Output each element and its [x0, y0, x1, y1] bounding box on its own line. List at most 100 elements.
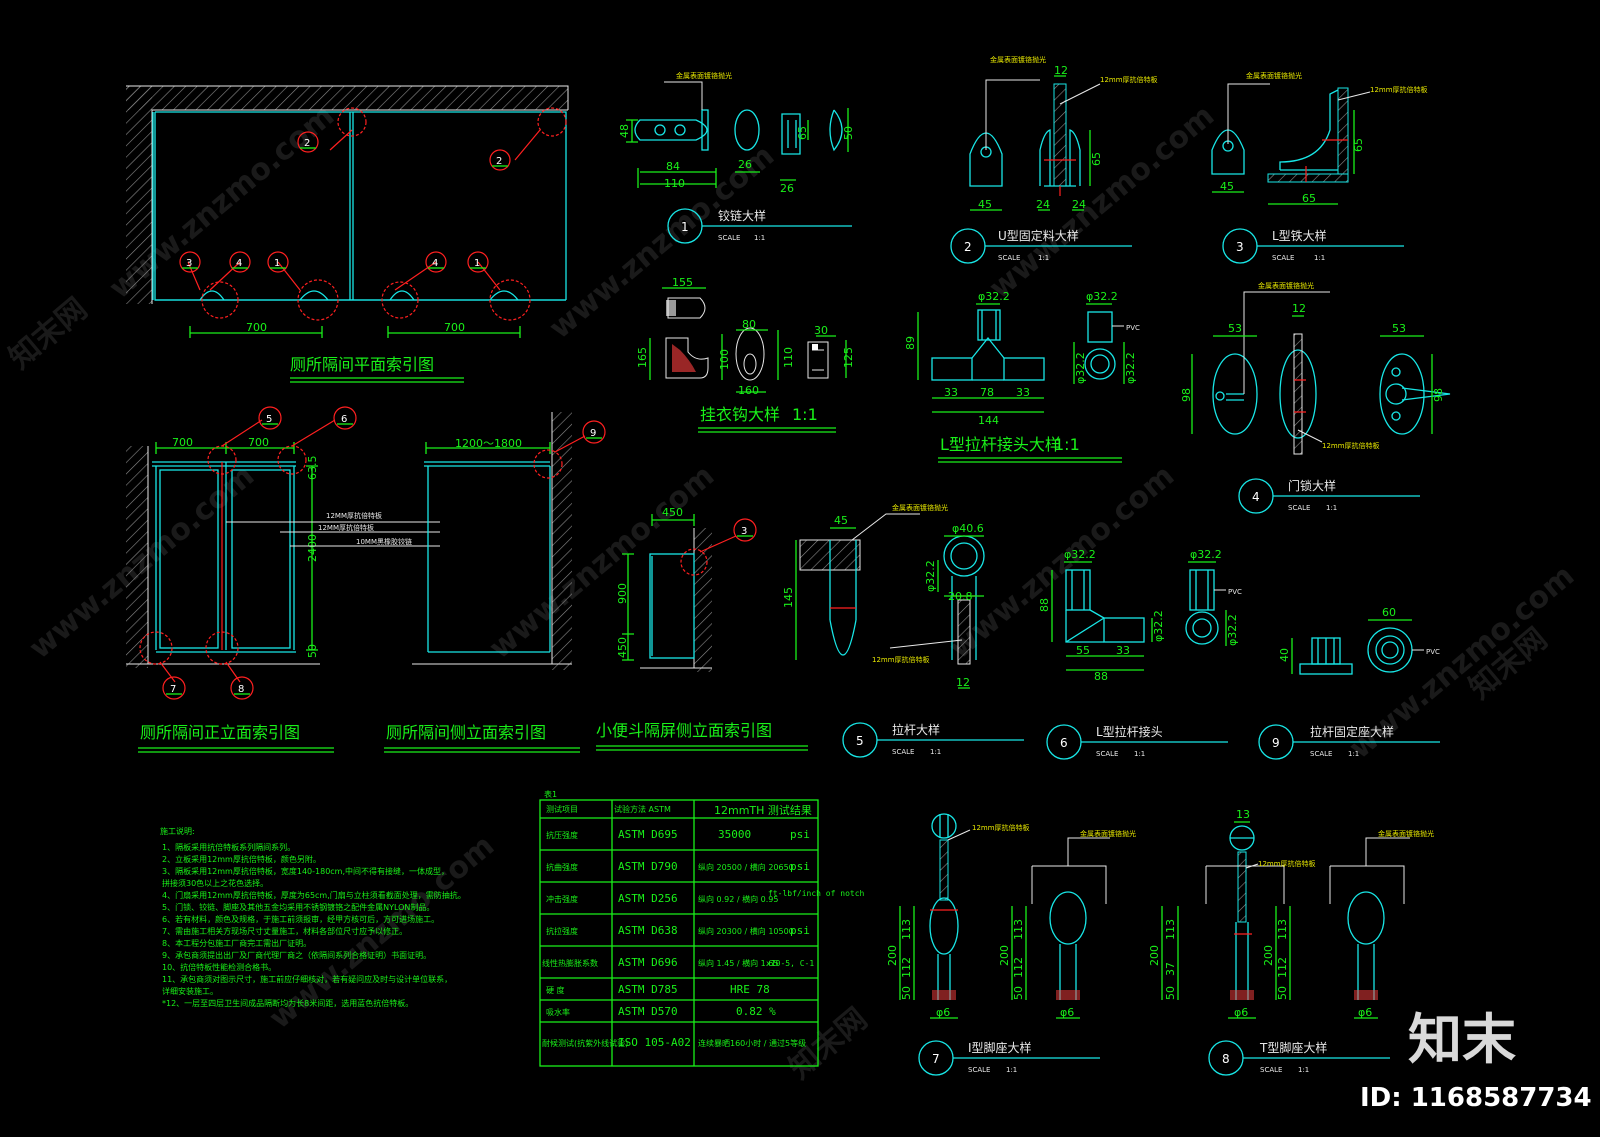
- notes-line-7: 6、若有材料，颜色及规格，于施工前须报审，经甲方核可后，方可进场施工。: [162, 914, 439, 924]
- test-results-table: 表1 测试项目 试验方法 ASTM 12mmTH 测试结果 抗压强度 ASTM …: [539, 789, 865, 1067]
- urinal-dim-h2: 450: [616, 637, 629, 658]
- hinge-num: 1: [681, 220, 689, 234]
- plan-tag-2b: 2: [496, 156, 502, 167]
- table-row-8-value: 连续暴晒160小时 / 通过5等级: [698, 1038, 806, 1048]
- lconnector-dim-7: 144: [978, 414, 999, 427]
- ubracket-dim-3: 24: [1072, 198, 1086, 211]
- ubracket-dim-5: 65: [1090, 152, 1103, 166]
- ljoint-dim-7: φ32.2: [1152, 610, 1165, 642]
- front-dim-1: 700: [172, 436, 193, 449]
- ljoint-dim-1: φ32.2: [1064, 548, 1096, 561]
- seat-name: 拉杆固定座大样: [1310, 724, 1394, 739]
- lbracket-scale: 1:1: [1314, 254, 1325, 262]
- ubracket-name: U型固定料大样: [998, 228, 1079, 243]
- tfoot-note-1: 12mm厚抗倍特板: [1258, 859, 1316, 868]
- hook-dim-7: 30: [814, 324, 828, 337]
- seat-dim-1: 60: [1382, 606, 1396, 619]
- table-row-3-method: ASTM D256: [618, 892, 678, 905]
- bar-num: 5: [856, 734, 864, 748]
- hinge-dim-7: 50: [842, 126, 855, 140]
- hook-dim-1: 155: [672, 276, 693, 289]
- ljoint-num: 6: [1060, 736, 1068, 750]
- tfoot-dim-5: 50: [1164, 986, 1177, 1000]
- table-row: 吸水率 ASTM D570 0.82 %: [546, 1005, 776, 1018]
- table-row-8-item: 耐候测试(抗紫外线试验): [542, 1038, 628, 1048]
- front-note-3: 10MM黑橡胶铰链: [356, 537, 412, 546]
- ljoint-dim-3: 88: [1038, 598, 1051, 612]
- notes-line-9: 8、本工程分包施工厂商完工需出厂证明。: [162, 938, 311, 948]
- ifoot-dim-1: 200: [886, 945, 899, 966]
- ifoot-num: 7: [932, 1052, 940, 1066]
- table-row: 抗压强度 ASTM D695 35000 psi: [546, 828, 810, 841]
- watermark-site-3: www.znzmo.com: [983, 98, 1221, 306]
- tfoot-dim-10: 50: [1276, 986, 1289, 1000]
- hinge-dim-2: 110: [664, 177, 685, 190]
- table-row-3-item: 冲击强度: [546, 894, 578, 904]
- detail-l-bracket: 金属表面镀铬抛光 12mm厚抗倍特板 45 65 65 3 L型铁大样 SCAL…: [1211, 71, 1428, 264]
- ljoint-scale-label: SCALE: [1096, 750, 1118, 758]
- table-row-2-method: ASTM D790: [618, 860, 678, 873]
- ifoot-note-1: 12mm厚抗倍特板: [972, 823, 1030, 832]
- table-row-1-value: 35000: [718, 828, 751, 841]
- table-header-3: 12mmTH 测试结果: [714, 804, 812, 817]
- ifoot-dim-7: 113: [1012, 919, 1025, 940]
- lock-scale-label: SCALE: [1288, 504, 1310, 512]
- plan-tag-1b: 1: [474, 258, 480, 269]
- tfoot-dim-6: φ6: [1234, 1006, 1248, 1019]
- tfoot-name: T型脚座大样: [1259, 1040, 1327, 1055]
- notes-line-11: 10、抗倍特板性能检测合格书。: [162, 962, 276, 972]
- urinal-elevation: 450 900 450 3 小便斗隔屏侧立面索引图: [596, 506, 808, 751]
- notes-line-5: 4、门扇采用12mm厚抗倍特板，厚度为65cm,门扇与立柱须看截面处理，需防抽抗…: [162, 890, 466, 900]
- ubracket-dim-4: 12: [1054, 64, 1068, 77]
- brand-mark: 知末 ID: 1168587734: [1360, 1008, 1592, 1113]
- bar-scale-label: SCALE: [892, 748, 914, 756]
- notes-line-12: 11、承包商须对图示尺寸，施工前应仔细核对，若有疑问应及时与设计单位联系，: [162, 974, 452, 984]
- table-row-5-unit: x10-5, C-1: [766, 959, 814, 968]
- lconnector-dim-8: φ32.2: [1074, 352, 1087, 384]
- table-row-5-item: 线性热膨胀系数: [542, 958, 598, 968]
- table-row: 耐候测试(抗紫外线试验) ISO 105-A02 连续暴晒160小时 / 通过5…: [542, 1036, 806, 1049]
- bar-note-1: 金属表面镀铬抛光: [892, 503, 948, 512]
- plan-tag-4a: 4: [236, 258, 242, 269]
- front-dim-top: 63.5: [306, 456, 319, 481]
- hinge-note: 金属表面镀铬抛光: [676, 71, 732, 80]
- ljoint-dim-2: φ32.2: [1190, 548, 1222, 561]
- front-title: 厕所隔间正立面索引图: [140, 723, 300, 742]
- plan-tag-1a: 1: [274, 258, 280, 269]
- lbracket-name: L型铁大样: [1272, 228, 1327, 243]
- table-row-2-unit: psi: [790, 860, 810, 873]
- lconnector-dim-3: 89: [904, 336, 917, 350]
- hook-dim-6: 110: [782, 347, 795, 368]
- plan-dim-2: 700: [444, 321, 465, 334]
- hook-dim-4: 160: [738, 384, 759, 397]
- hinge-scale: 1:1: [754, 234, 765, 242]
- bar-name: 拉杆大样: [892, 722, 940, 737]
- ifoot-dim-4: 50: [900, 986, 913, 1000]
- seat-dim-2: 40: [1278, 648, 1291, 662]
- bar-dim-5: 20.8: [948, 590, 973, 603]
- lbracket-dim-1: 45: [1220, 180, 1234, 193]
- table-row: 线性热膨胀系数 ASTM D696 纵向 1.45 / 横向 1.65 x10-…: [542, 956, 814, 969]
- plan-tag-4b: 4: [432, 258, 438, 269]
- urinal-tag-3: 3: [741, 526, 747, 537]
- table-row-4-item: 抗拉强度: [546, 926, 578, 936]
- tfoot-dim-2: 200: [1148, 945, 1161, 966]
- lconnector-dim-4: 33: [944, 386, 958, 399]
- lconnector-dim-6: 33: [1016, 386, 1030, 399]
- table-row-1-item: 抗压强度: [546, 830, 578, 840]
- tfoot-scale-label: SCALE: [1260, 1066, 1282, 1074]
- side-title: 厕所隔间侧立面索引图: [386, 723, 546, 742]
- lbracket-note-2: 12mm厚抗倍特板: [1370, 85, 1428, 94]
- side-elevation: 1200～1800 9 厕所隔间侧立面索引图: [384, 412, 606, 753]
- lock-dim-3: 53: [1392, 322, 1406, 335]
- plan-dim-1: 700: [246, 321, 267, 334]
- ifoot-dim-2: 113: [900, 919, 913, 940]
- tfoot-num: 8: [1222, 1052, 1230, 1066]
- ljoint-dim-8: φ32.2: [1226, 614, 1239, 646]
- table-caption: 表1: [544, 789, 557, 799]
- table-row-4-value: 纵向 20300 / 横向 10500: [698, 926, 794, 936]
- table-row-8-method: ISO 105-A02: [618, 1036, 691, 1049]
- brand-logo: 知末: [1408, 1008, 1516, 1071]
- urinal-title: 小便斗隔屏侧立面索引图: [596, 721, 772, 740]
